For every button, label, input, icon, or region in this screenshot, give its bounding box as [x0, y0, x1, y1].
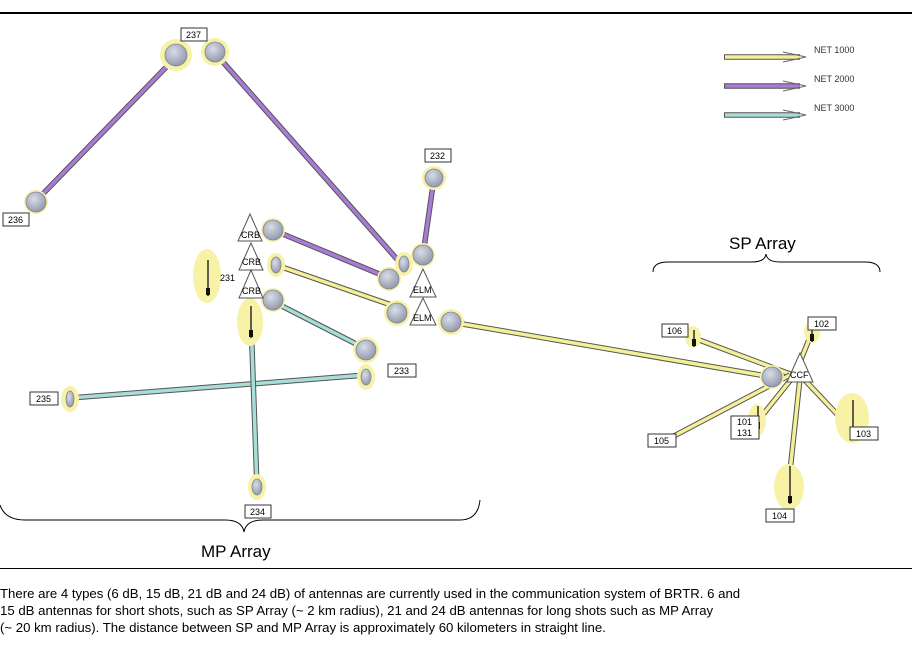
station-102: 102 — [807, 316, 837, 331]
dish-antenna-icon-233b — [360, 368, 372, 386]
station-101-131: 101 131 — [730, 415, 760, 440]
caption-line-1: There are 4 types (6 dB, 15 dB, 21 dB an… — [0, 586, 741, 601]
dish-antenna-icon-237b — [204, 41, 226, 63]
link-237-elm — [212, 51, 406, 268]
station-235: 235 — [29, 391, 59, 406]
station-label-231: 231 — [220, 273, 235, 283]
legend-item-net1000: NET 1000 — [724, 45, 854, 63]
mast-antenna-icon-106 — [692, 330, 696, 347]
dish-antenna-icon-ccf — [761, 366, 783, 388]
station-237: 237 — [180, 27, 208, 42]
link-elm-ccf — [450, 319, 773, 380]
caption-divider — [0, 568, 912, 569]
antennas — [25, 41, 855, 504]
link-236-237 — [33, 54, 179, 204]
mast-antenna-icon-104 — [788, 466, 792, 504]
legend-item-net3000: NET 3000 — [724, 103, 854, 121]
halo-crb-d — [237, 298, 263, 346]
legend-label-net3000: NET 3000 — [814, 103, 854, 113]
station-106: 106 — [661, 323, 689, 338]
hub-label-elm-2: ELM — [413, 313, 432, 323]
dish-antenna-icon-232 — [424, 168, 444, 188]
top-border-line — [0, 12, 912, 14]
station-103: 103 — [849, 426, 879, 441]
hub-elm-1: ELM — [409, 267, 437, 298]
station-label-104: 104 — [772, 511, 787, 521]
dish-antenna-icon-elm-c — [412, 244, 434, 266]
hub-elm-2: ELM — [409, 296, 437, 326]
link-crb-elm — [271, 227, 391, 281]
dish-antenna-icon-237a — [164, 43, 188, 67]
sp-array-brace — [652, 253, 881, 273]
dish-antenna-icon-crb-c — [262, 289, 284, 311]
hub-label-elm-1: ELM — [413, 285, 432, 295]
dish-antenna-icon-233a — [355, 339, 377, 361]
station-label-106: 106 — [667, 326, 682, 336]
dish-antenna-icon-elm-d — [386, 302, 408, 324]
dish-antenna-icon-235 — [65, 390, 75, 408]
halo-231 — [193, 249, 221, 303]
link-231-234 — [248, 319, 260, 489]
station-231: 231 — [220, 273, 235, 283]
station-label-102: 102 — [814, 319, 829, 329]
station-104: 104 — [765, 508, 795, 523]
station-105: 105 — [647, 433, 677, 448]
hub-ccf: CCF — [786, 351, 814, 383]
dish-antenna-icon-234 — [251, 478, 263, 496]
station-label-235: 235 — [36, 394, 51, 404]
dish-antenna-icon-crb-b — [270, 256, 282, 274]
hub-label-crb-1: CRB — [241, 230, 260, 240]
hub-label-ccf: CCF — [790, 370, 809, 380]
caption: There are 4 types (6 dB, 15 dB, 21 dB an… — [0, 585, 910, 636]
sp-array-label: SP Array — [729, 234, 796, 253]
link-232-elm — [420, 177, 437, 256]
station-label-103: 103 — [856, 429, 871, 439]
legend-label-net2000: NET 2000 — [814, 74, 854, 84]
link-235-233 — [69, 372, 367, 401]
hub-label-crb-2: CRB — [242, 257, 261, 267]
station-label-101: 101 — [737, 417, 752, 427]
legend-item-net2000: NET 2000 — [724, 74, 854, 92]
station-label-105: 105 — [654, 436, 669, 446]
station-label-234: 234 — [250, 507, 265, 517]
dish-antenna-icon-elm-b — [398, 255, 410, 273]
station-234: 234 — [244, 504, 272, 519]
station-236: 236 — [2, 212, 30, 227]
network-links — [33, 51, 854, 491]
mast-antenna-icon-crb-d — [249, 306, 253, 338]
link-crb-233 — [272, 299, 368, 352]
dish-antenna-icon-crb-a — [262, 219, 284, 241]
caption-line-3: (~ 20 km radius). The distance between S… — [0, 620, 606, 635]
mast-antenna-icon-231 — [206, 260, 210, 296]
hub-crb-1: CRB — [237, 212, 263, 242]
mp-array-brace — [0, 499, 481, 533]
station-label-236: 236 — [8, 215, 23, 225]
station-233: 233 — [387, 363, 417, 378]
station-232: 232 — [424, 148, 452, 163]
station-label-232: 232 — [430, 151, 445, 161]
hub-crb-2: CRB — [238, 241, 264, 271]
station-label-131: 131 — [737, 428, 752, 438]
halo-106 — [685, 326, 701, 348]
dish-antenna-icon-236 — [25, 191, 47, 213]
hub-crb-3: CRB — [238, 268, 264, 299]
link-crb-elm-2 — [275, 262, 398, 310]
halo-104 — [774, 464, 804, 510]
caption-line-2: 15 dB antennas for short shots, such as … — [0, 603, 714, 618]
dish-antenna-icon-elm-a — [378, 268, 400, 290]
hub-label-crb-3: CRB — [242, 286, 261, 296]
dish-antenna-icon-elm-e — [440, 311, 462, 333]
legend-label-net1000: NET 1000 — [814, 45, 854, 55]
station-label-237: 237 — [186, 30, 201, 40]
station-label-233: 233 — [394, 366, 409, 376]
mp-array-label: MP Array — [201, 542, 271, 561]
